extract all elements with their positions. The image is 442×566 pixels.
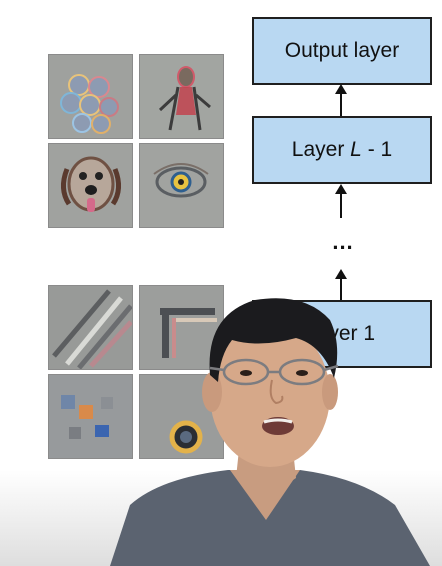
hidden-layer-prefix: Layer bbox=[291, 138, 351, 161]
output-layer-box: Output layer bbox=[252, 17, 432, 85]
person-feature-icon bbox=[139, 54, 224, 139]
color-blob-feature-icon bbox=[48, 374, 133, 459]
hidden-layer-label: Layer L - 1 bbox=[292, 138, 392, 162]
arrow-hidden-to-output bbox=[335, 84, 347, 116]
corner-edge-feature-icon bbox=[139, 285, 224, 370]
hidden-layer-variable: L bbox=[350, 138, 362, 161]
honeycomb-feature-icon bbox=[48, 54, 133, 139]
diagonal-edges-feature-icon bbox=[48, 285, 133, 370]
eye-feature-icon bbox=[139, 143, 224, 228]
arrow-ellipsis-to-hidden bbox=[335, 184, 347, 218]
arrow-first-to-ellipsis bbox=[335, 269, 347, 300]
ring-feature-icon bbox=[139, 374, 224, 459]
dog-face-feature-icon bbox=[48, 143, 133, 228]
hidden-layer-suffix: - 1 bbox=[361, 138, 393, 161]
hidden-layer-box: Layer L - 1 bbox=[252, 116, 432, 184]
layer-ellipsis: ... bbox=[332, 229, 354, 254]
output-layer-label: Output layer bbox=[284, 39, 400, 62]
first-layer-label: yer 1 bbox=[328, 322, 375, 345]
